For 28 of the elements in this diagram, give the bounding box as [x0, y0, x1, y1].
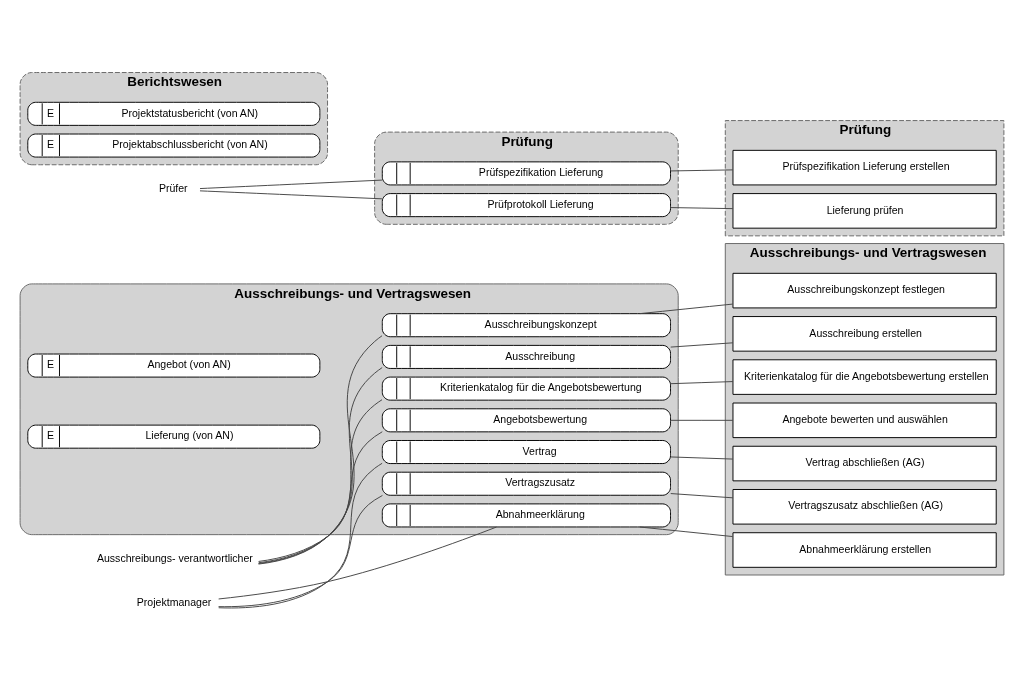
connector — [670, 455, 734, 460]
node-box: Lieferung prüfen — [732, 192, 997, 229]
connector — [199, 179, 383, 189]
connector — [218, 462, 383, 608]
connector — [670, 206, 734, 209]
connector — [218, 526, 497, 599]
connector — [670, 492, 734, 498]
connector — [639, 303, 734, 314]
node-box: Kriterienkatalog für die Angebotsbewertung erstellen — [732, 358, 997, 395]
node-box: Ausschreibung erstellen — [732, 315, 997, 352]
connector — [258, 398, 383, 563]
connector — [670, 341, 734, 348]
connector — [670, 380, 734, 384]
node-text: Prüfer — [158, 181, 188, 194]
connector — [218, 494, 383, 607]
node-box: Prüfspezifikation Lieferung erstellen — [732, 149, 997, 185]
connector — [670, 168, 734, 171]
node-box: Vertragszusatz abschließen (AG) — [732, 488, 997, 525]
connector — [199, 189, 383, 199]
node-box: Vertrag abschließen (AG) — [732, 445, 997, 481]
node-box: Angebote bewerten und auswählen — [732, 402, 997, 438]
node-text: Projektmanager — [136, 595, 212, 608]
node-box: Abnahmeerklärung erstellen — [732, 531, 997, 568]
node-box: Ausschreibungskonzept festlegen — [732, 272, 997, 308]
connector — [258, 430, 383, 562]
node-text: Ausschreibungs- verantwortlicher — [96, 551, 253, 564]
connector — [639, 526, 734, 537]
connector — [670, 419, 734, 421]
